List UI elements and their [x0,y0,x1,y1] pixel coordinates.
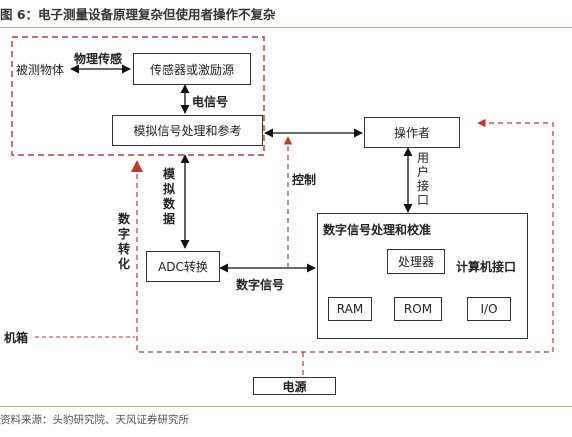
analog-data-label: 模拟数据 [162,167,175,226]
computer-interface-label: 计算机接口 [456,260,517,274]
electrical-signal-label: 电信号 [192,95,229,109]
digital-signal-label: 数字信号 [236,278,285,292]
physical-sensing-label: 物理传感 [74,52,123,66]
bottom-divider [0,406,572,407]
power-up-arrowhead [131,160,143,172]
figure-title: 图 6：电子测量设备原理复杂但使用者操作不复杂 [0,7,276,22]
adc-box: ADC转换 [146,251,220,282]
rom-box: ROM [394,297,442,321]
processor-box: 处理器 [387,249,445,274]
sensor-box: 传感器或激励源 [133,53,251,85]
operator-box: 操作者 [364,117,460,148]
top-divider [0,27,572,28]
chassis-label: 机箱 [4,331,29,345]
measured-object-label: 被测物体 [16,63,65,77]
io-box: I/O [467,297,511,321]
digitize-label: 数字转化 [117,212,130,271]
control-label: 控制 [292,173,317,187]
ram-box: RAM [328,297,372,321]
sensing-group-border [11,36,265,156]
user-interface-label: 用户接口 [416,151,429,207]
power-loop-line [136,118,554,353]
digital-processing-block: 数字信号处理和校准 处理器 计算机接口 RAM ROM I/O [317,213,528,339]
source-note: 资料来源：头豹研究院、天风证券研究所 [0,414,189,426]
digital-block-title: 数字信号处理和校准 [323,223,432,237]
analog-processing-box: 模拟信号处理和参考 [112,115,263,146]
power-box: 电源 [253,377,336,395]
